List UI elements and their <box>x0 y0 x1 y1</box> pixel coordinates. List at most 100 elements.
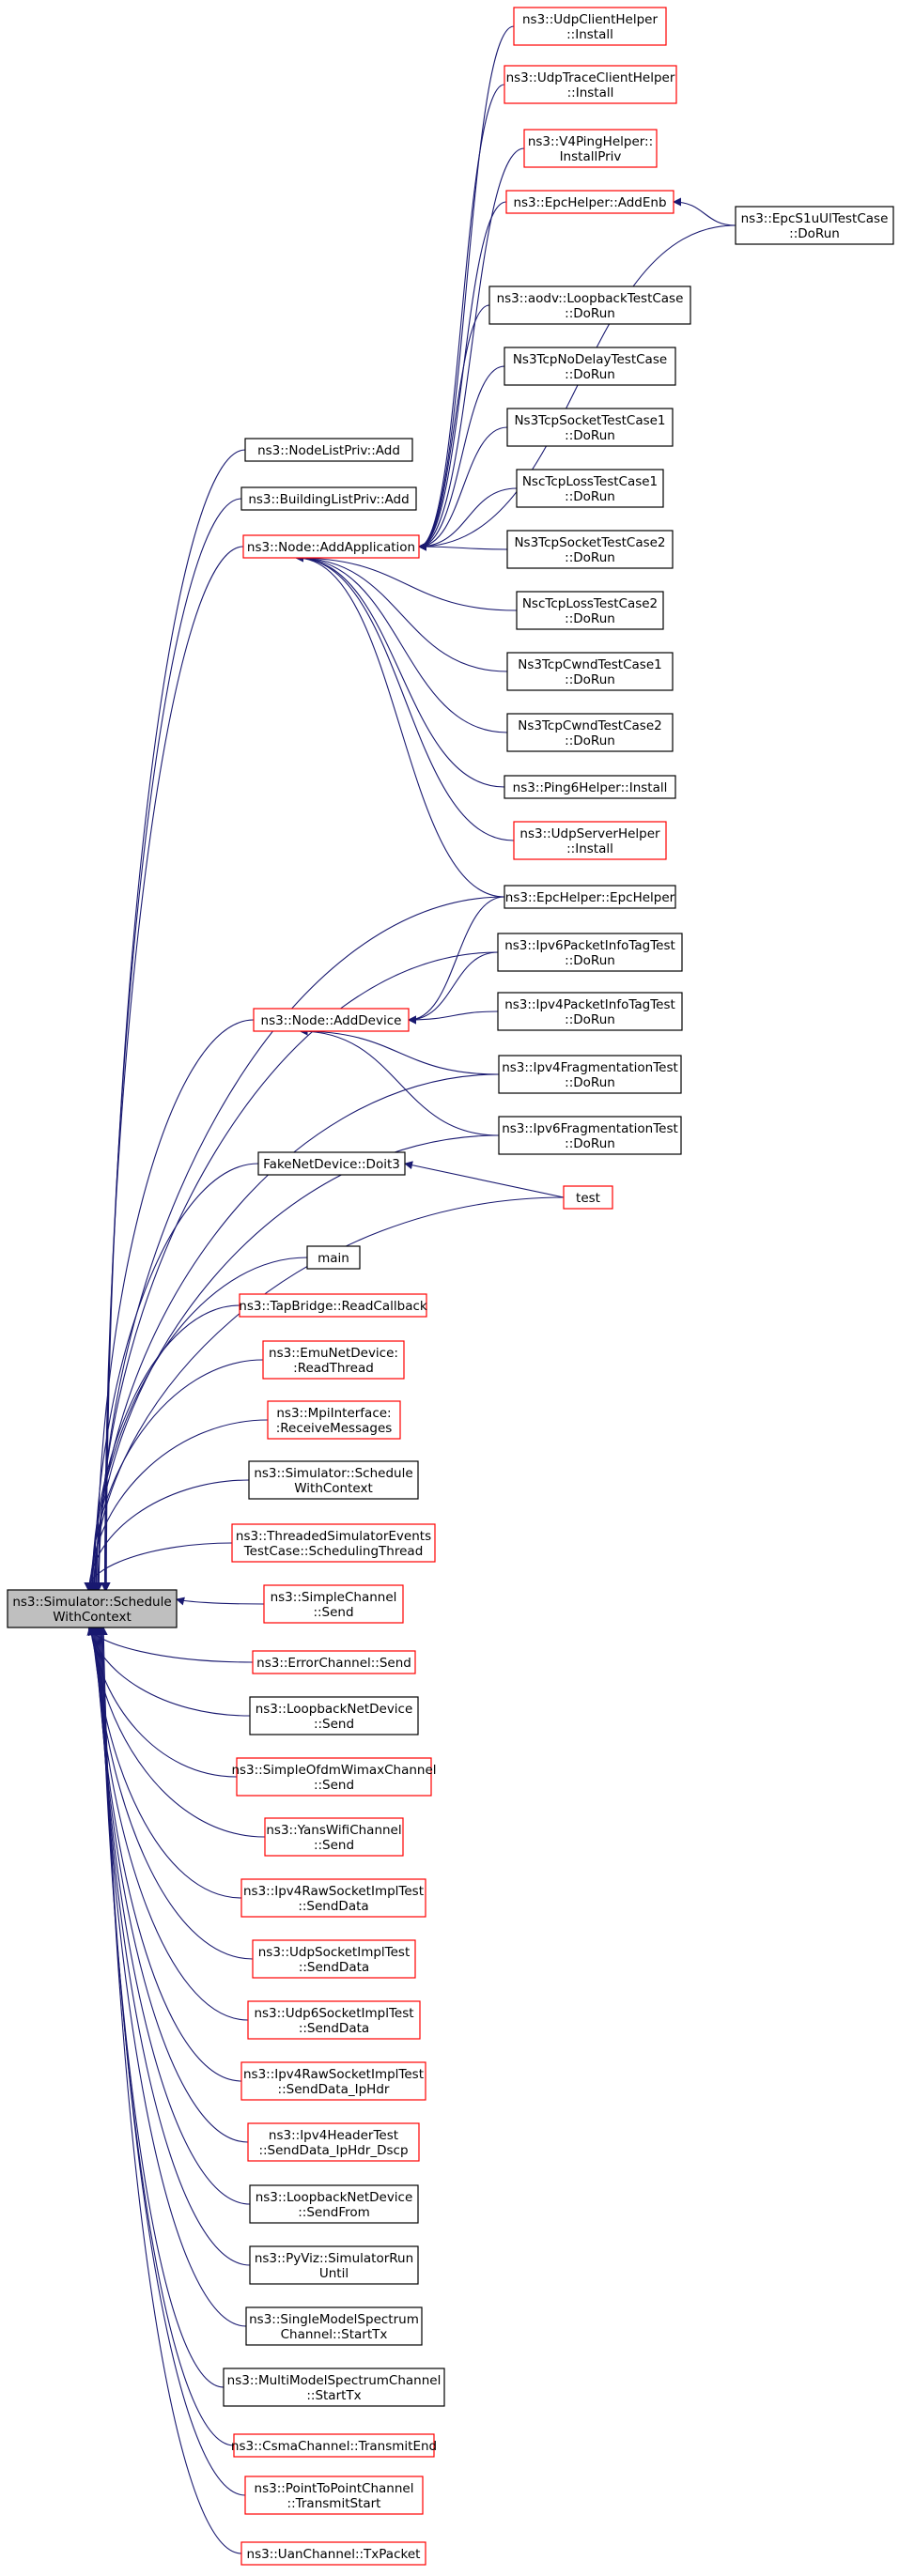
edge-tcp_socket2-to-node_add_app <box>418 542 508 551</box>
edge-ipv6_pkt_info-to-node_add_device <box>408 951 499 1025</box>
node-tcp-cwnd1[interactable]: Ns3TcpCwndTestCase1::DoRun <box>506 652 674 691</box>
node-nsc-loss2[interactable]: NscTcpLossTestCase2::DoRun <box>516 591 664 630</box>
node-box <box>231 1523 436 1563</box>
node-label-line: ::SendData_IpHdr <box>278 2082 390 2097</box>
edge-emu_read_thread-to-sim_schedule <box>86 1359 264 1591</box>
node-node-list-add[interactable]: ns3::NodeListPriv::Add <box>244 438 413 462</box>
node-box <box>240 2541 426 2566</box>
node-label-line: ns3::aodv::LoopbackTestCase <box>497 291 684 306</box>
node-p2p-transmit-start[interactable]: ns3::PointToPointChannel::TransmitStart <box>244 2476 424 2515</box>
node-v4ping-install-priv[interactable]: ns3::V4PingHelper::InstallPriv <box>523 129 658 168</box>
edge-ipv6_frag-to-sim_schedule <box>90 1134 500 1591</box>
node-box <box>249 2245 419 2285</box>
node-label-line: ::DoRun <box>565 550 615 565</box>
node-epc-s1u-doRun[interactable]: ns3::EpcS1uUlTestCase::DoRun <box>735 206 894 245</box>
node-ipv4-frag[interactable]: ns3::Ipv4FragmentationTest::DoRun <box>498 1055 682 1094</box>
node-box <box>242 534 420 559</box>
node-tcp-socket1[interactable]: Ns3TcpSocketTestCase1::DoRun <box>506 408 674 447</box>
node-loopback-send[interactable]: ns3::LoopbackNetDevice::Send <box>249 1696 419 1735</box>
node-test[interactable]: test <box>563 1185 613 1210</box>
edge-tcp_cwnd1-to-node_add_app <box>295 553 508 672</box>
node-label-line: ::DoRun <box>789 226 840 241</box>
node-box <box>223 2368 445 2407</box>
node-label-line: ::DoRun <box>565 1012 615 1027</box>
node-ping6-install[interactable]: ns3::Ping6Helper::Install <box>504 775 676 799</box>
node-error-channel-send[interactable]: ns3::ErrorChannel::Send <box>252 1650 416 1674</box>
node-box <box>247 2122 420 2162</box>
node-box <box>245 2306 423 2346</box>
node-ipv4raw-senddata[interactable]: ns3::Ipv4RawSocketImplTest::SendData <box>240 1878 426 1918</box>
node-yans-send[interactable]: ns3::YansWifiChannel::Send <box>264 1817 404 1857</box>
node-mpi-recv[interactable]: ns3::MpiInterface::ReceiveMessages <box>267 1400 401 1440</box>
node-fake-doit3[interactable]: FakeNetDevice::Doit3 <box>257 1151 406 1176</box>
node-epc-add-enb[interactable]: ns3::EpcHelper::AddEnb <box>505 190 674 214</box>
node-threaded-sched[interactable]: ns3::ThreadedSimulatorEventsTestCase::Sc… <box>231 1523 436 1563</box>
node-loopback-sendfrom[interactable]: ns3::LoopbackNetDevice::SendFrom <box>249 2184 419 2224</box>
node-node-add-app[interactable]: ns3::Node::AddApplication <box>242 534 420 559</box>
node-ipv4-pkt-info[interactable]: ns3::Ipv4PacketInfoTagTest::DoRun <box>497 992 683 1031</box>
node-udp-client-install[interactable]: ns3::UdpClientHelper::Install <box>513 7 667 46</box>
node-csma-transmit-end[interactable]: ns3::CsmaChannel::TransmitEnd <box>231 2433 437 2458</box>
edge-main-to-sim_schedule <box>88 1257 308 1591</box>
node-ipv4raw-senddata-iphdr[interactable]: ns3::Ipv4RawSocketImplTest::SendData_IpH… <box>240 2061 426 2101</box>
edge-epc_helper-to-node_add_app <box>295 553 505 898</box>
node-ipv6-pkt-info[interactable]: ns3::Ipv6PacketInfoTagTest::DoRun <box>497 933 683 972</box>
node-ipv4hdr-senddata-dscp[interactable]: ns3::Ipv4HeaderTest::SendData_IpHdr_Dscp <box>247 2122 420 2162</box>
node-label-line: ns3::LoopbackNetDevice <box>256 2190 413 2205</box>
node-main[interactable]: main <box>306 1245 361 1270</box>
node-label-line: ::TransmitStart <box>287 2496 381 2511</box>
node-label-line: ::DoRun <box>565 672 615 687</box>
edge-ofdm_send-to-sim_schedule <box>86 1627 238 1778</box>
node-tcp-cwnd2[interactable]: Ns3TcpCwndTestCase2::DoRun <box>506 713 674 752</box>
edge-ipv6_pkt_info-to-sim_schedule <box>93 951 499 1591</box>
node-label-line: ns3::EpcS1uUlTestCase <box>741 211 889 226</box>
node-label-line: ns3::Simulator::Schedule <box>12 1595 171 1610</box>
node-ofdm-send[interactable]: ns3::SimpleOfdmWimaxChannel::Send <box>231 1757 437 1797</box>
node-emu-read-thread[interactable]: ns3::EmuNetDevice::ReadThread <box>262 1340 405 1380</box>
node-label-line: ::StartTx <box>306 2388 361 2403</box>
node-label-line: ns3::Ipv4FragmentationTest <box>502 1060 678 1075</box>
node-tcp-socket2[interactable]: Ns3TcpSocketTestCase2::DoRun <box>506 530 674 569</box>
node-multi-spectrum-starttx[interactable]: ns3::MultiModelSpectrumChannel::StartTx <box>223 2368 445 2407</box>
edge-udp_trace_client_install-to-node_add_app <box>418 84 505 551</box>
node-uan-txpacket[interactable]: ns3::UanChannel::TxPacket <box>240 2541 426 2566</box>
node-label-line: ns3::ThreadedSimulatorEvents <box>236 1529 431 1544</box>
node-tcp-nodelay[interactable]: Ns3TcpNoDelayTestCase::DoRun <box>504 347 676 386</box>
node-building-list-add[interactable]: ns3::BuildingListPriv::Add <box>240 486 417 511</box>
node-box <box>7 1589 178 1628</box>
node-aodv-loopback[interactable]: ns3::aodv::LoopbackTestCase::DoRun <box>488 285 691 325</box>
edge-v4ping_install_priv-to-node_add_app <box>418 147 525 551</box>
edge-epc_helper-to-node_add_device <box>408 896 505 1025</box>
node-epc-helper[interactable]: ns3::EpcHelper::EpcHelper <box>504 885 676 909</box>
edge-ipv4_pkt_info-to-node_add_device <box>408 1010 499 1025</box>
node-nsc-loss1[interactable]: NscTcpLossTestCase1::DoRun <box>516 469 664 508</box>
node-tap-read-cb[interactable]: ns3::TapBridge::ReadCallback <box>239 1293 427 1318</box>
edge-nsc_loss2-to-node_add_app <box>295 553 518 611</box>
node-box <box>504 775 676 799</box>
node-udp6-senddata[interactable]: ns3::Udp6SocketImplTest::SendData <box>247 2000 421 2040</box>
node-box <box>504 65 677 104</box>
node-label-line: ns3::ErrorChannel::Send <box>256 1656 411 1671</box>
edge-test-to-sim_schedule <box>89 1196 565 1591</box>
node-box <box>505 190 674 214</box>
node-box <box>513 821 667 860</box>
node-label-line: ns3::CsmaChannel::TransmitEnd <box>231 2439 437 2454</box>
node-box <box>249 1696 419 1735</box>
node-simple-channel-send[interactable]: ns3::SimpleChannel::Send <box>263 1584 404 1624</box>
node-udp-senddata[interactable]: ns3::UdpSocketImplTest::SendData <box>252 1939 416 1979</box>
edge-p2p_transmit_start-to-sim_schedule <box>98 1627 246 2496</box>
node-udp-server-install[interactable]: ns3::UdpServerHelper::Install <box>513 821 667 860</box>
edge-loopback_sendfrom-to-sim_schedule <box>93 1627 251 2205</box>
node-box <box>240 486 417 511</box>
node-box <box>239 1293 427 1318</box>
node-box <box>244 438 413 462</box>
node-ipv6-frag[interactable]: ns3::Ipv6FragmentationTest::DoRun <box>498 1116 682 1155</box>
node-label-line: ::DoRun <box>565 1075 615 1090</box>
node-box <box>498 1116 682 1155</box>
node-udp-trace-client-install[interactable]: ns3::UdpTraceClientHelper::Install <box>504 65 677 104</box>
node-node-add-device[interactable]: ns3::Node::AddDevice <box>253 1008 410 1032</box>
